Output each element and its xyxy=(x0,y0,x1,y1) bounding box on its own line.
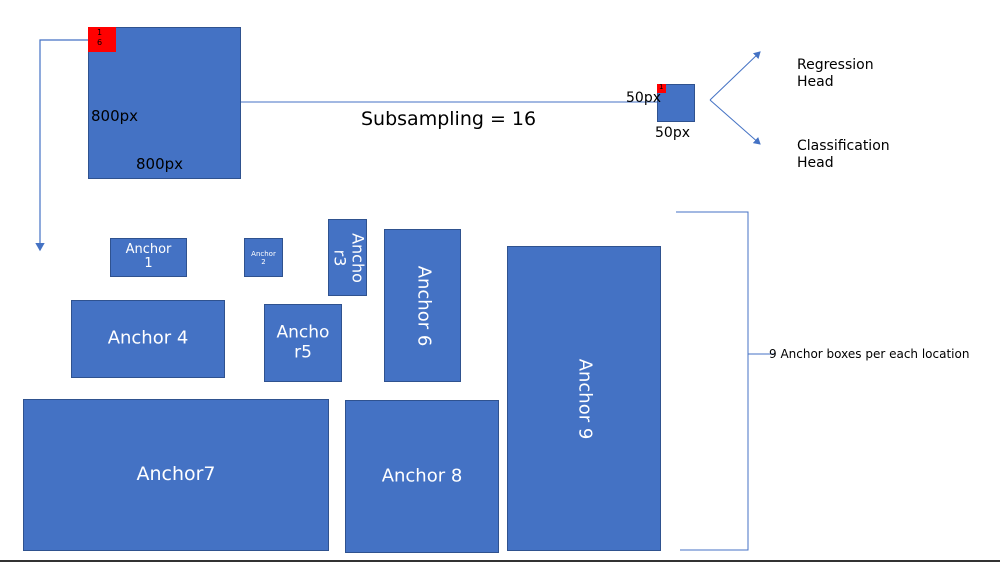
brace-label: 9 Anchor boxes per each location xyxy=(769,347,970,361)
anchor-5-label: Ancho r5 xyxy=(276,322,330,362)
classification-head-label: Classification Head xyxy=(797,138,890,171)
anchor-brace xyxy=(676,211,749,551)
anchor-1: Anchor 1 xyxy=(110,238,187,277)
regression-head-label: Regression Head xyxy=(797,57,874,90)
feature-map xyxy=(657,84,695,122)
anchor-2: Anchor 2 xyxy=(244,238,283,277)
anchor-7-label: Anchor7 xyxy=(136,463,216,486)
bottom-border xyxy=(0,560,1000,562)
feature-map-height-label: 50px xyxy=(626,90,661,106)
anchor-7: Anchor7 xyxy=(23,399,329,551)
anchor-3-label: Ancho r3 xyxy=(329,232,367,283)
input-patch: 1 6 xyxy=(88,27,116,52)
anchor-5: Ancho r5 xyxy=(264,304,342,382)
anchor-4-label: Anchor 4 xyxy=(107,327,189,349)
input-patch-label: 1 6 xyxy=(97,28,103,47)
anchor-8: Anchor 8 xyxy=(345,400,499,553)
anchor-8-label: Anchor 8 xyxy=(381,465,463,487)
input-height-label: 800px xyxy=(91,107,139,125)
feature-map-cell: 1 xyxy=(657,83,666,93)
anchor-4: Anchor 4 xyxy=(71,300,225,378)
classification-arrow xyxy=(709,99,761,145)
feature-map-width-label: 50px xyxy=(655,125,690,141)
anchor-3: Ancho r3 xyxy=(328,219,367,296)
feature-map-cell-label: 1 xyxy=(659,83,664,91)
anchor-9-label: Anchor 9 xyxy=(574,358,596,439)
anchor-1-label: Anchor 1 xyxy=(125,241,172,272)
regression-arrow xyxy=(709,51,761,101)
subsampling-label: Subsampling = 16 xyxy=(361,108,537,130)
input-width-label: 800px xyxy=(136,155,184,173)
anchor-6: Anchor 6 xyxy=(384,229,461,382)
input-image xyxy=(88,27,241,179)
anchor-2-label: Anchor 2 xyxy=(251,249,276,266)
patch-to-anchors-arrow xyxy=(35,39,88,252)
anchor-9: Anchor 9 xyxy=(507,246,661,551)
anchor-6-label: Anchor 6 xyxy=(412,265,434,346)
